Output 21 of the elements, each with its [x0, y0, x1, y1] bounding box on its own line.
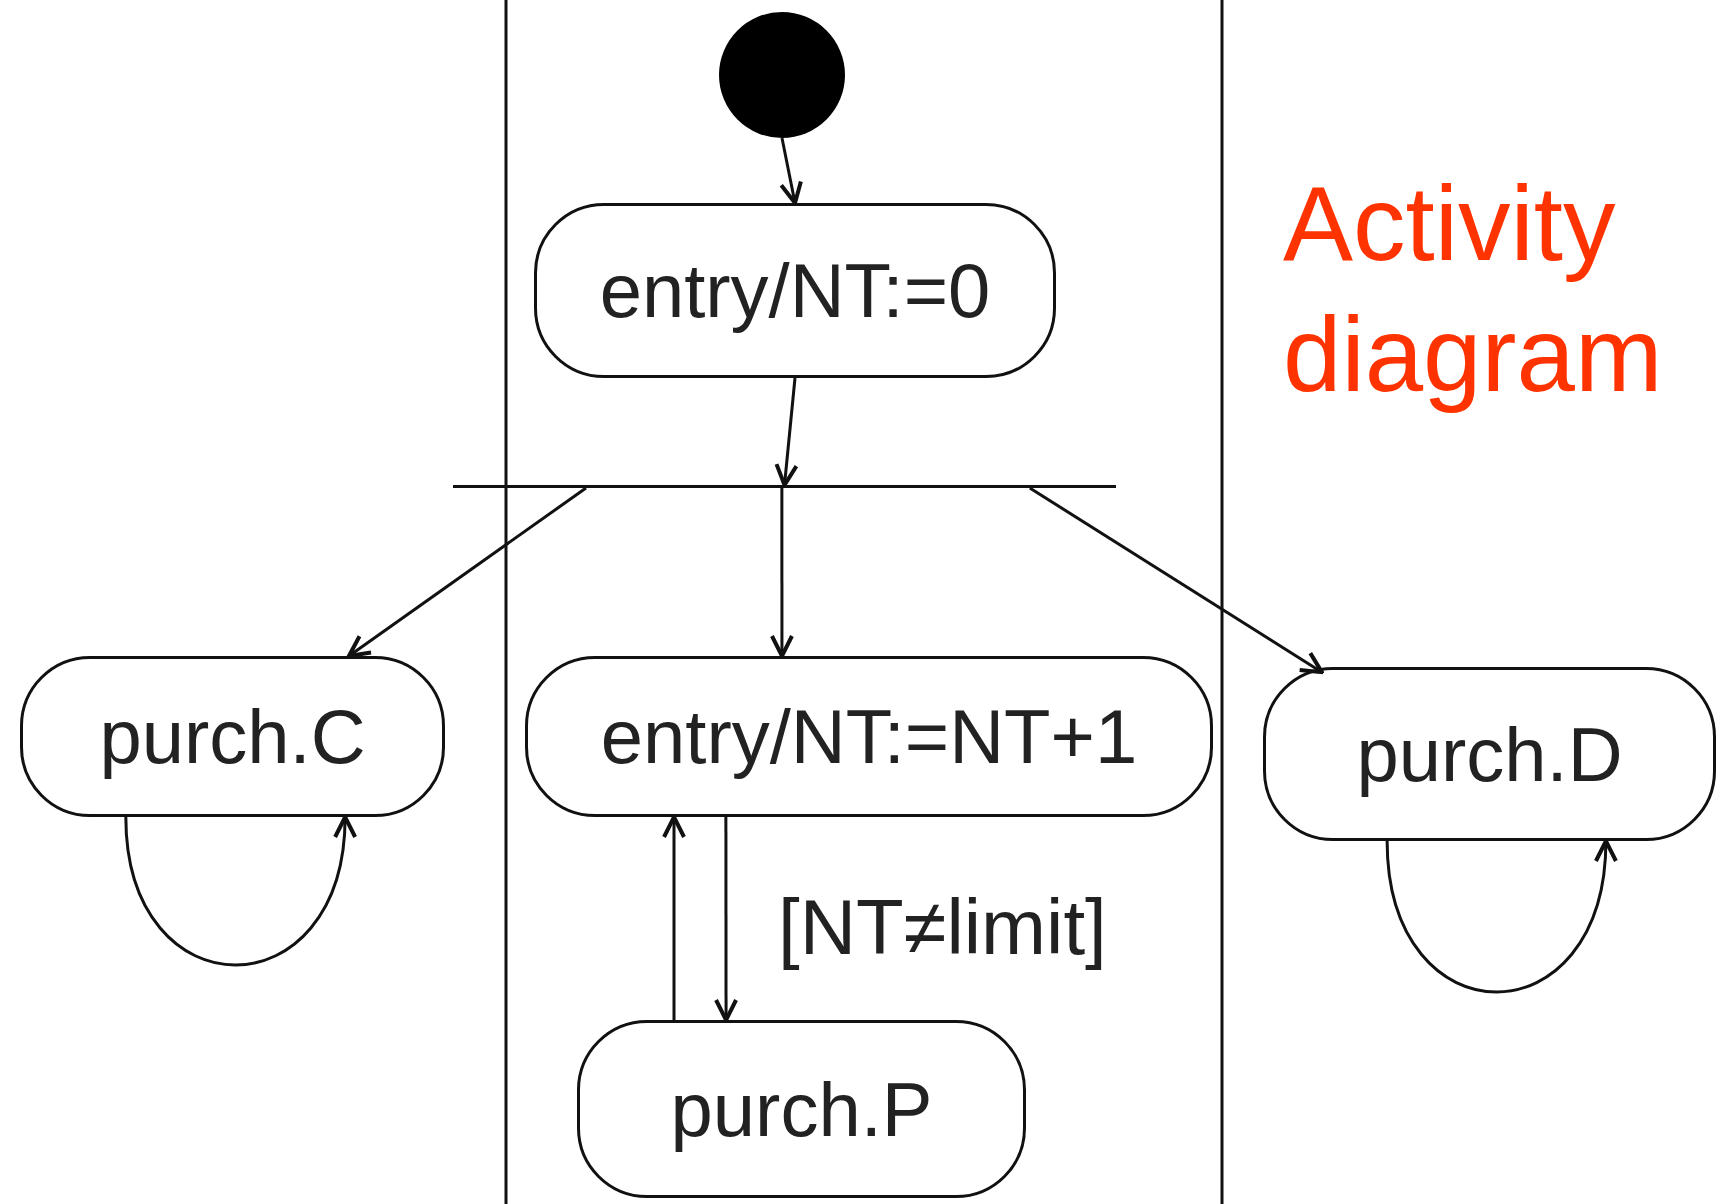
- action-box: [577, 1020, 1026, 1198]
- action-label: entry/NT:=0: [599, 247, 991, 334]
- diagram-title: Activity diagram: [1283, 164, 1664, 416]
- arrow: [662, 815, 686, 1020]
- action-label: purch.P: [670, 1065, 933, 1153]
- action-box: [1263, 667, 1716, 841]
- arrow: [714, 817, 739, 1022]
- arrow: [346, 486, 587, 658]
- arrow: [1385, 839, 1616, 994]
- arrow: [779, 137, 803, 205]
- arrow: [124, 815, 356, 967]
- arrow: [774, 377, 799, 487]
- action-label: entry/NT:=NT+1: [600, 693, 1138, 780]
- action-box: [525, 656, 1213, 817]
- action-box: [534, 203, 1056, 378]
- action-label: purch.C: [99, 693, 366, 780]
- fork-bar: [453, 485, 1116, 488]
- arrow: [769, 488, 794, 658]
- action-box: [20, 656, 445, 817]
- arrow: [1029, 486, 1324, 675]
- action-label: purch.D: [1356, 710, 1623, 798]
